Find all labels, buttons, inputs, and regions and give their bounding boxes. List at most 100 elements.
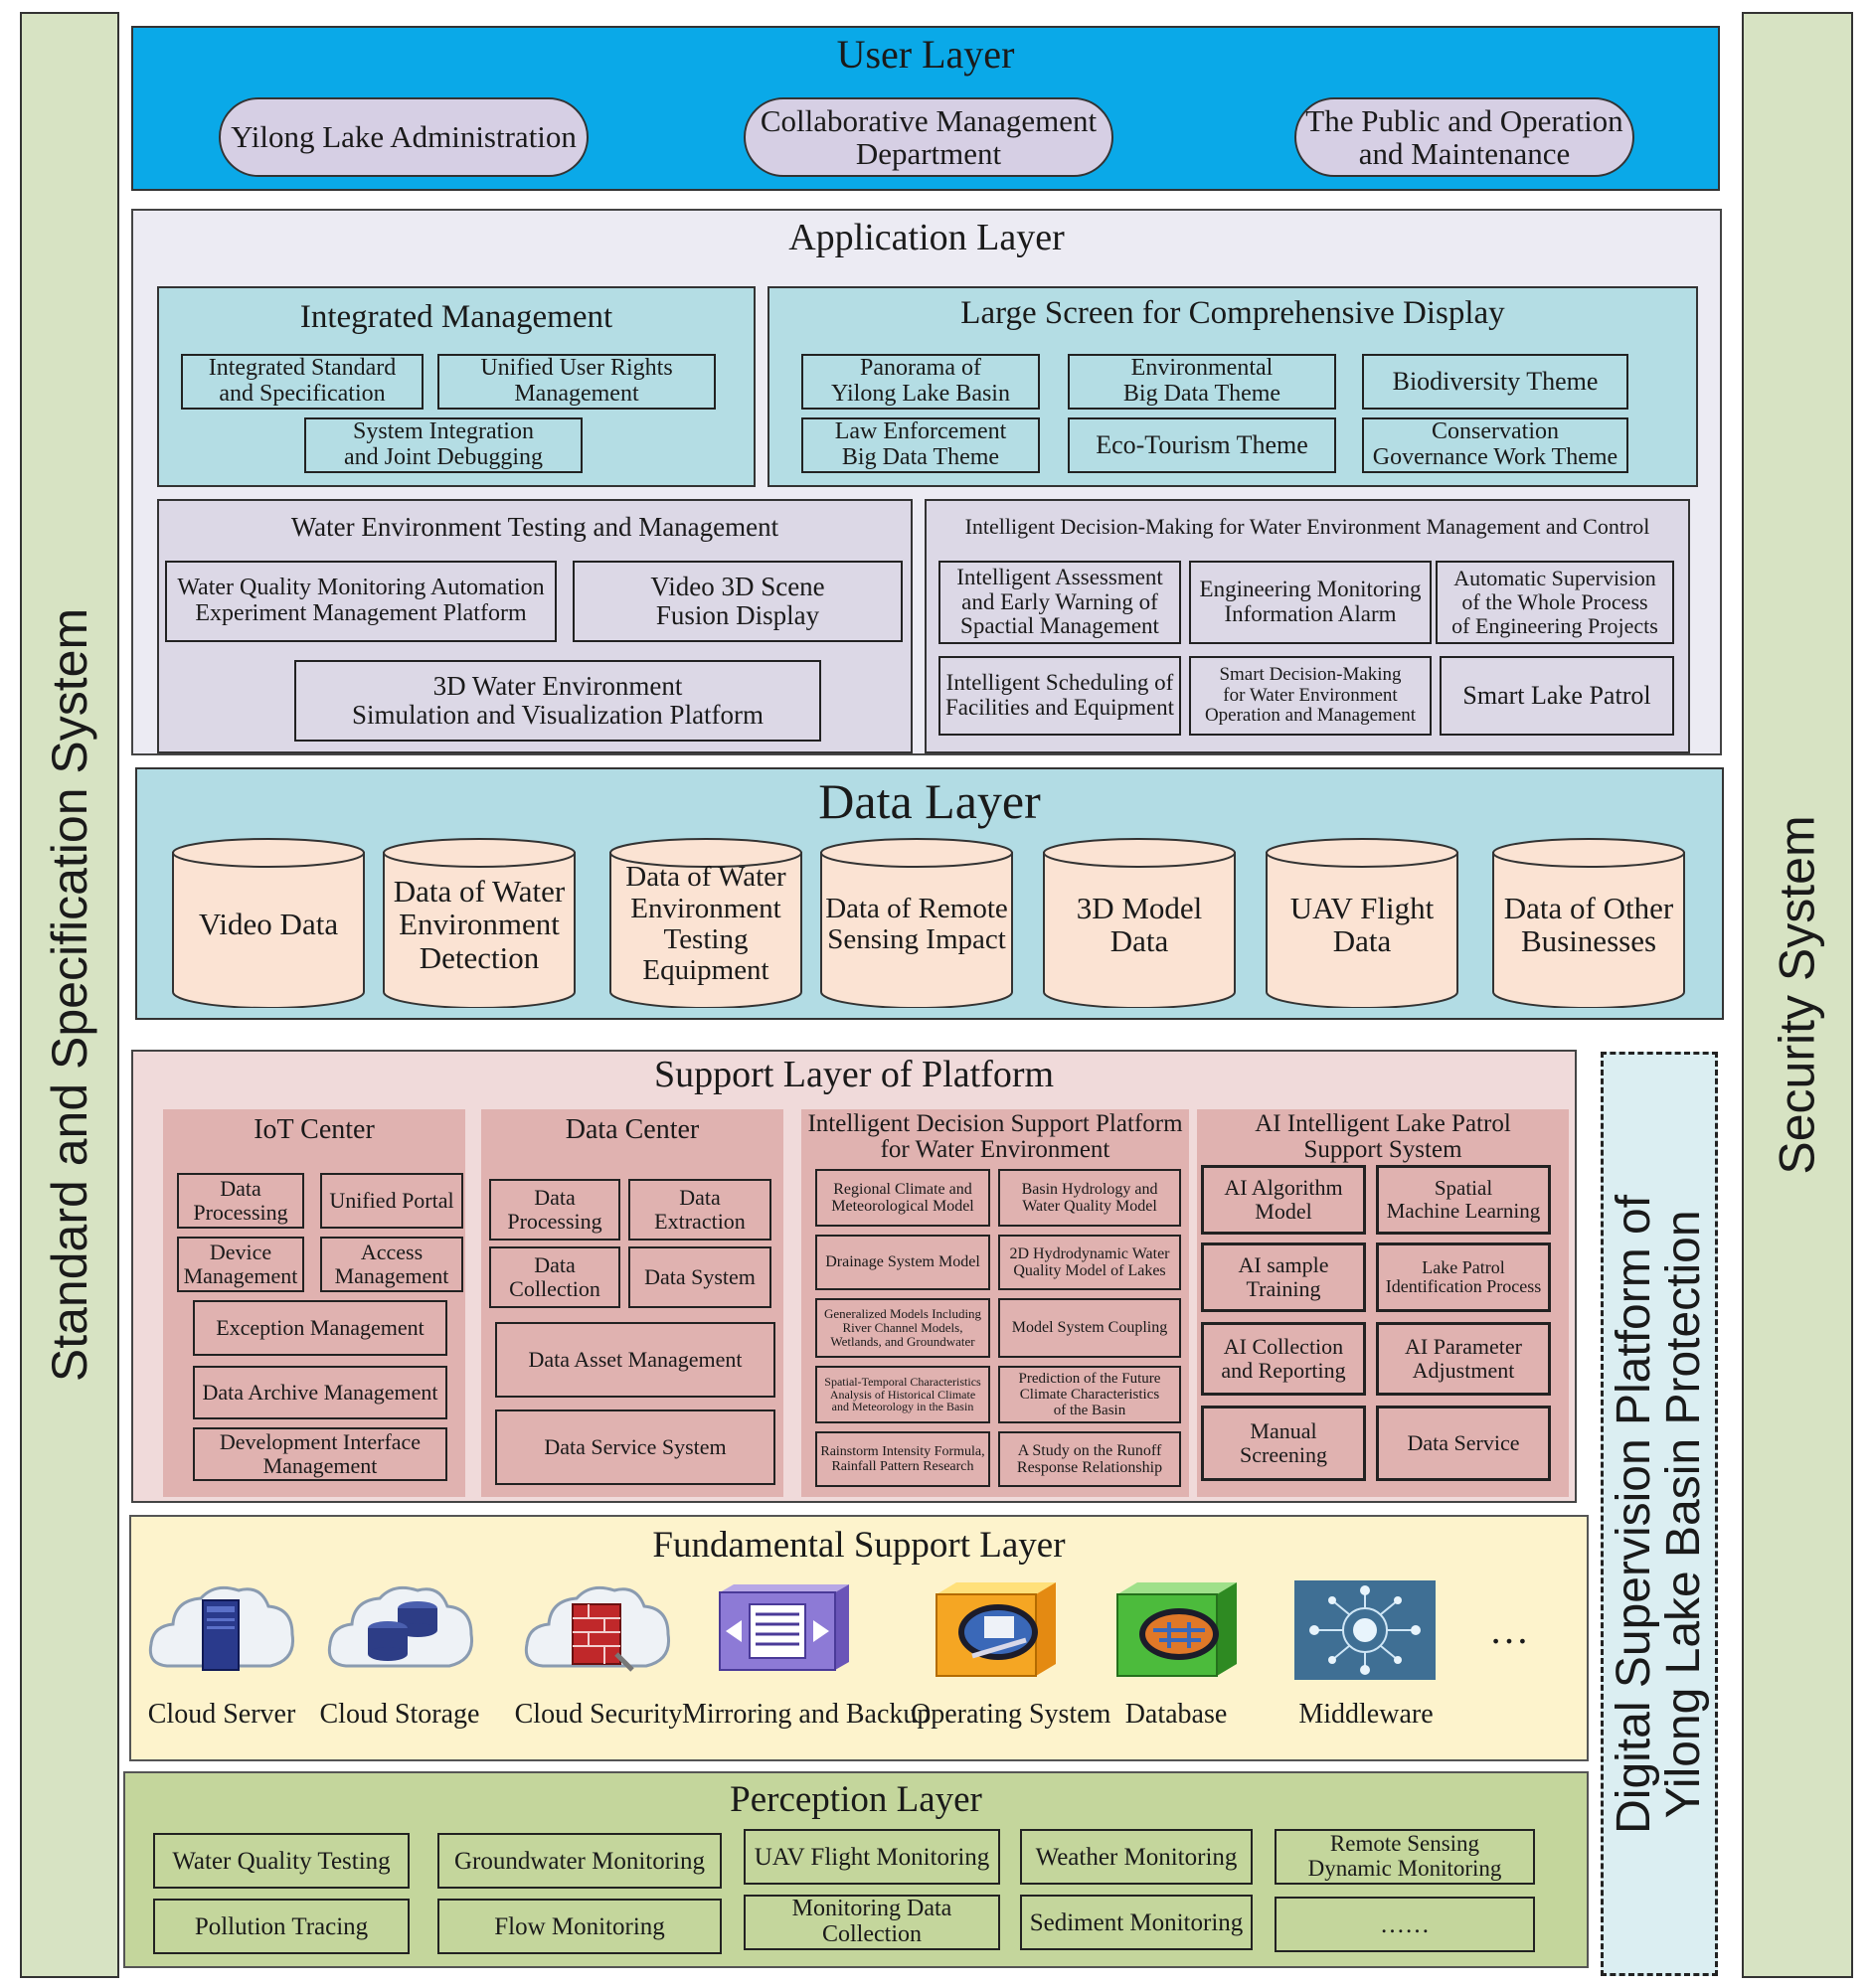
application-layer: Application Layer Integrated Management …	[131, 209, 1722, 755]
user-yilong-lake-administration: Yilong Lake Administration	[219, 97, 589, 177]
other-businesses-data-label: Data of Other Businesses	[1503, 890, 1674, 958]
panorama-yilong-lake-basin: Panorama of Yilong Lake Basin	[801, 354, 1040, 410]
support-layer-title: Support Layer of Platform	[653, 1054, 1055, 1095]
ellipsis: …	[1489, 1607, 1529, 1652]
fundamental-support-layer: Fundamental Support Layer	[129, 1515, 1589, 1761]
perception-layer: Perception Layer Water Quality Testing G…	[123, 1771, 1589, 1968]
iot-unified-portal: Unified Portal	[320, 1173, 463, 1229]
standard-specification-bar: Standard and Specification System	[20, 12, 119, 1978]
cloud-security-label: Cloud Security	[514, 1699, 683, 1730]
biodiversity-theme: Biodiversity Theme	[1362, 354, 1628, 410]
3d-model-data-label: 3D Model Data	[1076, 890, 1203, 958]
ai-algorithm-model: AI Algorithm Model	[1201, 1165, 1366, 1235]
ai-lake-patrol-panel: AI Intelligent Lake Patrol Support Syste…	[1197, 1109, 1569, 1497]
cloud-storage-icon	[324, 1578, 477, 1684]
iot-data-processing: Data Processing	[177, 1173, 304, 1229]
dc-data-system: Data System	[628, 1246, 771, 1308]
user-layer-title: User Layer	[836, 32, 1015, 77]
water-quality-monitoring-platform: Water Quality Monitoring Automation Expe…	[165, 561, 557, 642]
regional-climate-model: Regional Climate and Meteorological Mode…	[815, 1169, 990, 1227]
digital-supervision-platform-bar: Digital Supervision Platform of Yilong L…	[1601, 1052, 1718, 1976]
other-businesses-data-cylinder: Data of Other Businesses	[1491, 837, 1686, 1008]
operating-system-label: Operating System	[911, 1699, 1111, 1730]
lake-patrol-identification-process: Lake Patrol Identification Process	[1376, 1242, 1551, 1312]
integrated-management-panel: Integrated Management Integrated Standar…	[157, 286, 756, 487]
water-environment-testing-equipment-data-label: Data of Water Environment Testing Equipm…	[625, 861, 786, 987]
operating-system-icon	[933, 1580, 1060, 1680]
database-icon	[1113, 1580, 1241, 1680]
smart-lake-patrol: Smart Lake Patrol	[1440, 656, 1674, 736]
intelligent-decision-making-title: Intelligent Decision-Making for Water En…	[964, 514, 1650, 539]
ai-data-service: Data Service	[1376, 1406, 1551, 1481]
rainstorm-intensity-formula: Rainstorm Intensity Formula, Rainfall Pa…	[815, 1431, 990, 1487]
iot-device-management: Device Management	[177, 1237, 304, 1292]
mirroring-backup-icon	[716, 1582, 853, 1672]
user-public-operation-maintenance: The Public and Operation and Maintenance	[1294, 97, 1634, 177]
generalized-models: Generalized Models Including River Chann…	[815, 1298, 990, 1358]
ai-parameter-adjustment: AI Parameter Adjustment	[1376, 1322, 1551, 1396]
remote-sensing-dynamic-monitoring: Remote Sensing Dynamic Monitoring	[1275, 1829, 1535, 1885]
3d-water-environment-simulation-platform: 3D Water Environment Simulation and Visu…	[294, 660, 821, 742]
dc-data-service-system: Data Service System	[495, 1409, 775, 1485]
water-quality-testing: Water Quality Testing	[153, 1833, 410, 1889]
decision-support-panel: Intelligent Decision Support Platform fo…	[801, 1109, 1189, 1497]
middleware-icon	[1294, 1580, 1436, 1680]
conservation-governance-theme: Conservation Governance Work Theme	[1362, 417, 1628, 473]
dc-data-collection: Data Collection	[489, 1246, 620, 1308]
video-data-label: Video Data	[198, 907, 339, 942]
iot-data-archive-management: Data Archive Management	[193, 1366, 447, 1419]
data-center-title: Data Center	[565, 1114, 700, 1145]
iot-center-title: IoT Center	[254, 1114, 375, 1145]
cloud-server-label: Cloud Server	[147, 1699, 296, 1730]
remote-sensing-impact-data-label: Data of Remote Sensing Impact	[825, 892, 1008, 955]
flow-monitoring: Flow Monitoring	[437, 1899, 722, 1954]
dc-data-extraction: Data Extraction	[628, 1179, 771, 1241]
digital-supervision-platform-label: Digital Supervision Platform of Yilong L…	[1607, 1194, 1710, 1834]
application-layer-title: Application Layer	[788, 217, 1065, 258]
uav-flight-data-label: UAV Flight Data	[1289, 890, 1435, 958]
pollution-tracing: Pollution Tracing	[153, 1899, 410, 1954]
decision-support-title: Intelligent Decision Support Platform fo…	[807, 1110, 1183, 1164]
integrated-standard-specification: Integrated Standard and Specification	[181, 354, 424, 410]
uav-flight-data-cylinder: UAV Flight Data	[1265, 837, 1459, 1008]
water-environment-detection-data-cylinder: Data of Water Environment Detection	[382, 837, 577, 1008]
water-environment-testing-title: Water Environment Testing and Management	[290, 512, 779, 542]
groundwater-monitoring: Groundwater Monitoring	[437, 1833, 722, 1889]
iot-center-panel: IoT Center Data Processing Unified Porta…	[163, 1109, 465, 1497]
automatic-supervision-engineering: Automatic Supervision of the Whole Proce…	[1436, 561, 1674, 644]
monitoring-data-collection: Monitoring Data Collection	[744, 1895, 1000, 1950]
3d-model-data-cylinder: 3D Model Data	[1042, 837, 1237, 1008]
remote-sensing-impact-data-cylinder: Data of Remote Sensing Impact	[819, 837, 1014, 1008]
cloud-security-icon	[521, 1578, 674, 1684]
ai-lake-patrol-title: AI Intelligent Lake Patrol Support Syste…	[1255, 1110, 1511, 1164]
user-layer: User Layer Yilong Lake Administration Co…	[131, 26, 1720, 191]
ai-collection-reporting: AI Collection and Reporting	[1201, 1322, 1366, 1396]
mirroring-backup-label: Mirroring and Backup	[682, 1699, 932, 1730]
iot-development-interface-management: Development Interface Management	[193, 1427, 447, 1481]
intelligent-scheduling-facilities: Intelligent Scheduling of Facilities and…	[938, 656, 1181, 736]
intelligent-assessment-early-warning: Intelligent Assessment and Early Warning…	[938, 561, 1181, 644]
spatial-machine-learning: Spatial Machine Learning	[1376, 1165, 1551, 1235]
fundamental-support-layer-title: Fundamental Support Layer	[652, 1525, 1066, 1566]
data-layer-title: Data Layer	[818, 773, 1041, 829]
video-data-cylinder: Video Data	[171, 837, 366, 1008]
perception-layer-title: Perception Layer	[730, 1779, 982, 1820]
runoff-response-study: A Study on the Runoff Response Relations…	[998, 1431, 1181, 1487]
environmental-big-data-theme: Environmental Big Data Theme	[1068, 354, 1336, 410]
unified-user-rights-management: Unified User Rights Management	[437, 354, 716, 410]
water-environment-testing-equipment-data-cylinder: Data of Water Environment Testing Equipm…	[608, 837, 803, 1008]
manual-screening: Manual Screening	[1201, 1406, 1366, 1481]
drainage-system-model: Drainage System Model	[815, 1235, 990, 1290]
iot-access-management: Access Management	[320, 1237, 463, 1292]
spatial-temporal-analysis: Spatial-Temporal Characteristics Analysi…	[815, 1366, 990, 1423]
eco-tourism-theme: Eco-Tourism Theme	[1068, 417, 1336, 473]
uav-flight-monitoring: UAV Flight Monitoring	[744, 1829, 1000, 1885]
dc-data-processing: Data Processing	[489, 1179, 620, 1241]
water-environment-testing-panel: Water Environment Testing and Management…	[157, 499, 913, 753]
more-perception-items: ……	[1275, 1897, 1535, 1952]
integrated-management-title: Integrated Management	[299, 299, 613, 335]
support-layer: Support Layer of Platform IoT Center Dat…	[131, 1050, 1577, 1503]
standard-specification-label: Standard and Specification System	[42, 607, 98, 1383]
weather-monitoring: Weather Monitoring	[1020, 1829, 1253, 1885]
smart-decision-making-operation: Smart Decision-Making for Water Environm…	[1189, 656, 1432, 736]
